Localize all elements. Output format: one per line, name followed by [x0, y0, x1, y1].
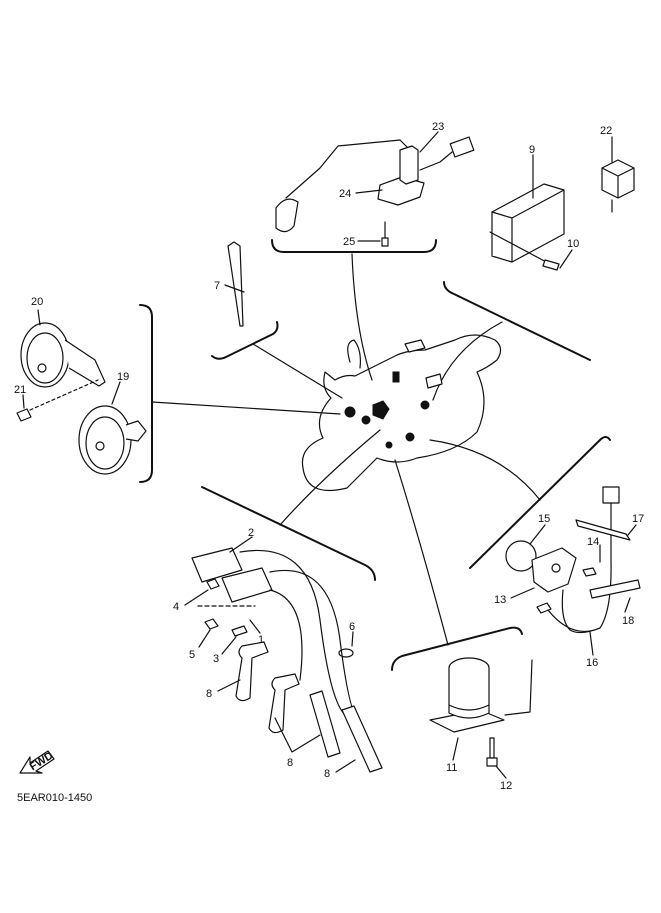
callout-24: 24	[339, 188, 351, 200]
callout-1: 1	[258, 634, 264, 646]
callout-11: 11	[446, 762, 457, 774]
diagram-code: 5EAR010-1450	[17, 792, 92, 804]
servo-assembly	[429, 657, 533, 767]
sensor-assembly	[505, 486, 641, 634]
callout-numbers: 23 24 25 9 10 22 7 20 19 21 2 4 1 5 3 6 …	[14, 121, 644, 792]
callout-2: 2	[248, 527, 254, 539]
callout-18: 18	[622, 615, 634, 627]
callout-7: 7	[214, 280, 220, 292]
callout-16: 16	[586, 657, 598, 669]
frame-sketch	[301, 334, 502, 492]
fwd-arrow-icon	[19, 750, 55, 774]
bracket-servo	[391, 626, 523, 671]
callout-9: 9	[529, 144, 535, 156]
callout-leaders	[22, 131, 637, 779]
callout-8a: 8	[206, 688, 212, 700]
bracket-cdi	[443, 281, 591, 361]
fwd-label: FWD	[28, 750, 56, 773]
callout-10: 10	[567, 238, 579, 250]
callout-4: 4	[173, 601, 179, 613]
bracket-sensor	[469, 436, 611, 569]
leader-servo	[394, 459, 449, 646]
callout-15: 15	[538, 513, 550, 525]
leader-fuel-sender	[351, 253, 373, 381]
bracket-fuel-sender	[271, 239, 437, 253]
fuel-sender-assembly	[275, 136, 475, 247]
cdi-assembly	[489, 183, 565, 271]
callout-13: 13	[494, 594, 506, 606]
leader-ignition	[279, 429, 381, 526]
cap-8d	[341, 705, 383, 773]
fwd-arrow: FWD	[19, 750, 56, 774]
float	[275, 198, 299, 233]
leader-cable-tie	[252, 343, 343, 399]
callout-5: 5	[189, 649, 195, 661]
callout-8c: 8	[324, 768, 330, 780]
callout-14: 14	[587, 536, 599, 548]
callout-8b: 8	[287, 757, 293, 769]
cap-8b	[268, 673, 300, 734]
bracket-horn	[139, 304, 153, 483]
leader-cdi	[432, 321, 503, 401]
group-brackets	[139, 239, 611, 671]
bracket-ignition	[201, 486, 376, 581]
cap-8c	[309, 690, 341, 758]
callout-17: 17	[632, 513, 644, 525]
horn-assembly	[16, 322, 147, 475]
cable-tie-part	[227, 241, 244, 327]
cap-8a	[235, 641, 269, 702]
callout-12: 12	[500, 780, 512, 792]
callout-23: 23	[432, 121, 444, 133]
bracket-cable-tie	[211, 321, 279, 360]
callout-25: 25	[343, 236, 355, 248]
callout-22: 22	[600, 125, 612, 137]
callout-19: 19	[117, 371, 129, 383]
callout-20: 20	[31, 296, 43, 308]
callout-21: 21	[14, 384, 26, 396]
callout-6: 6	[349, 621, 355, 633]
leader-horn	[151, 401, 341, 415]
leader-sensor	[429, 439, 541, 501]
callout-3: 3	[213, 653, 219, 665]
ignition-assembly	[191, 547, 383, 773]
relay-assembly	[601, 159, 635, 213]
